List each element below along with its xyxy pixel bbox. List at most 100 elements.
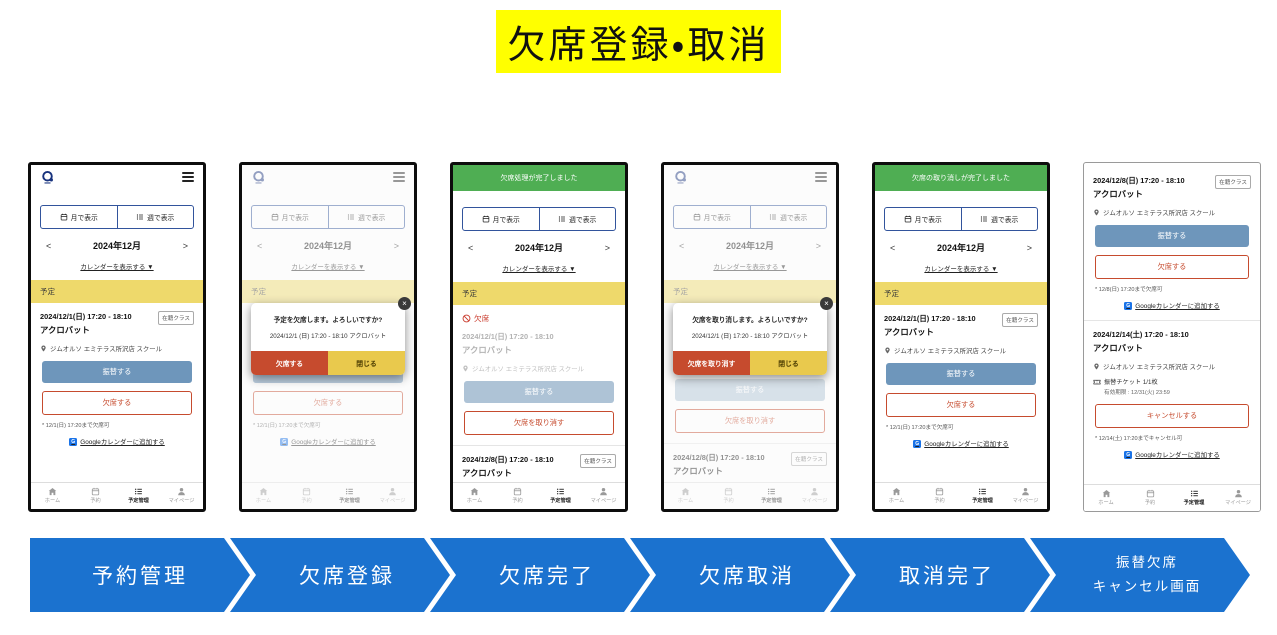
- calendar-icon: [1146, 489, 1155, 498]
- absence-deadline-note: * 12/8(日) 17:20まで欠席可: [1095, 287, 1163, 293]
- success-banner: 欠席処理が完了しました: [453, 165, 625, 191]
- prev-month-button[interactable]: <: [46, 240, 52, 251]
- app-header: [31, 165, 203, 189]
- modal-question: 予定を欠席します。よろしいですか?: [273, 317, 383, 324]
- bottom-navigation: ホーム 予約 予定管理 マイページ: [875, 482, 1047, 509]
- tab-week-view[interactable]: 週で表示: [960, 208, 1038, 230]
- transfer-button-disabled: 振替する: [464, 381, 614, 403]
- phone-absence-cancel: 月で表示 週で表示 < 2024年12月 > カレンダーを表示する ▼ 予定 欠…: [661, 162, 839, 512]
- next-month-button[interactable]: >: [1026, 242, 1032, 253]
- nav-reservation[interactable]: 予約: [918, 487, 961, 504]
- location-pin-icon: [462, 365, 469, 372]
- bottom-navigation: ホーム 予約 予定管理 マイページ: [1084, 484, 1260, 511]
- calendar-icon: [513, 487, 522, 496]
- modal-close-button[interactable]: 閉じる: [750, 351, 827, 375]
- google-calendar-icon: G: [69, 437, 78, 446]
- person-icon: [1021, 487, 1030, 496]
- modal-event-info: 2024/12/1 (日) 17:20 - 18:10 アクロバット: [691, 333, 809, 340]
- tab-month-view[interactable]: 月で表示: [463, 208, 539, 230]
- nav-schedule-management[interactable]: 予定管理: [117, 487, 160, 504]
- nav-mypage[interactable]: マイページ: [1216, 489, 1260, 506]
- calendar-icon: [482, 215, 490, 223]
- enrolled-class-badge: 在籍クラス: [1215, 175, 1251, 189]
- person-icon: [1234, 489, 1243, 498]
- calendar-toggle-link[interactable]: カレンダーを表示する ▼: [502, 266, 576, 273]
- enrolled-class-badge: 在籍クラス: [1002, 313, 1038, 327]
- nav-mypage[interactable]: マイページ: [582, 487, 625, 504]
- nav-schedule-management[interactable]: 予定管理: [539, 487, 582, 504]
- google-calendar-link[interactable]: G Googleカレンダーに追加する: [1093, 450, 1251, 459]
- event-datetime: 2024/12/8(日) 17:20 - 18:10: [1093, 176, 1185, 185]
- success-banner: 欠席の取り消しが完了しました: [875, 165, 1047, 191]
- tab-month-view[interactable]: 月で表示: [41, 206, 117, 228]
- tab-week-view[interactable]: 週で表示: [538, 208, 616, 230]
- nav-home[interactable]: ホーム: [31, 487, 74, 504]
- nav-mypage[interactable]: マイページ: [1004, 487, 1047, 504]
- prev-month-button[interactable]: <: [468, 242, 474, 253]
- phone-absence-register: 月で表示 週で表示 < 2024年12月 > カレンダーを表示する ▼ 予定 2…: [239, 162, 417, 512]
- tab-month-view[interactable]: 月で表示: [885, 208, 961, 230]
- modal-close-icon[interactable]: ×: [398, 297, 411, 310]
- event-location: ジムオルソ エミテラス所沢店 スクール: [884, 346, 1038, 355]
- calendar-icon: [935, 487, 944, 496]
- process-flow: 予約管理 欠席登録 欠席完了 欠席取消 取消完了 振替欠席 キャンセル画面: [30, 538, 1250, 612]
- nav-reservation[interactable]: 予約: [496, 487, 539, 504]
- modal-close-icon[interactable]: ×: [820, 297, 833, 310]
- nav-home[interactable]: ホーム: [875, 487, 918, 504]
- flow-step-transfer-cancel-screen: 振替欠席 キャンセル画面: [1030, 538, 1250, 612]
- absent-button[interactable]: 欠席する: [42, 391, 192, 415]
- nav-schedule-management[interactable]: 予定管理: [1172, 489, 1216, 506]
- current-month-label: 2024年12月: [514, 243, 564, 253]
- divider: [1084, 320, 1260, 321]
- calendar-icon: [91, 487, 100, 496]
- home-icon: [1102, 489, 1111, 498]
- modal-cancel-absence-button[interactable]: 欠席を取り消す: [673, 351, 750, 375]
- nav-home[interactable]: ホーム: [453, 487, 496, 504]
- modal-question: 欠席を取り消します。よろしいですか?: [692, 317, 808, 324]
- location-pin-icon: [40, 345, 47, 352]
- absent-button[interactable]: 欠席する: [886, 393, 1036, 417]
- calendar-toggle-link[interactable]: カレンダーを表示する ▼: [80, 264, 154, 271]
- next-month-button[interactable]: >: [604, 242, 610, 253]
- home-icon: [48, 487, 57, 496]
- google-calendar-link[interactable]: G Googleカレンダーに追加する: [884, 439, 1038, 448]
- next-month-button[interactable]: >: [182, 240, 188, 251]
- flow-step-absence-cancel: 欠席取消: [630, 538, 850, 612]
- flow-step-absence-complete: 欠席完了: [430, 538, 650, 612]
- google-calendar-link[interactable]: G Googleカレンダーに追加する: [1093, 301, 1251, 310]
- event-card: 2024/12/1(日) 17:20 - 18:10 アクロバット 在籍クラス …: [875, 305, 1047, 448]
- transfer-button[interactable]: 振替する: [42, 361, 192, 383]
- hamburger-menu-icon[interactable]: [182, 172, 194, 182]
- nav-reservation[interactable]: 予約: [74, 487, 117, 504]
- google-calendar-link[interactable]: G Googleカレンダーに追加する: [40, 437, 194, 446]
- flow-step-absence-register: 欠席登録: [230, 538, 450, 612]
- list-icon: [978, 487, 987, 496]
- event-datetime: 2024/12/14(土) 17:20 - 18:10: [1093, 330, 1189, 339]
- nav-schedule-management[interactable]: 予定管理: [961, 487, 1004, 504]
- modal-close-button[interactable]: 閉じる: [328, 351, 405, 375]
- cancel-button[interactable]: キャンセルする: [1095, 404, 1249, 428]
- calendar-toggle-link[interactable]: カレンダーを表示する ▼: [924, 266, 998, 273]
- event-name: アクロバット: [884, 327, 934, 337]
- absent-button[interactable]: 欠席する: [1095, 255, 1249, 279]
- google-calendar-icon: G: [913, 439, 922, 448]
- tab-week-view[interactable]: 週で表示: [116, 206, 194, 228]
- event-location: ジムオルソ エミテラス所沢店 スクール: [462, 364, 616, 373]
- bottom-navigation: ホーム 予約 予定管理 マイページ: [31, 482, 203, 509]
- transfer-button[interactable]: 振替する: [886, 363, 1036, 385]
- event-card: 2024/12/8(日) 17:20 - 18:10 アクロバット 在籍クラス …: [1084, 163, 1260, 310]
- nav-reservation[interactable]: 予約: [1128, 489, 1172, 506]
- cancel-absence-button[interactable]: 欠席を取り消す: [464, 411, 614, 435]
- nav-home[interactable]: ホーム: [1084, 489, 1128, 506]
- event-name: アクロバット: [462, 468, 512, 478]
- modal-absent-button[interactable]: 欠席する: [251, 351, 328, 375]
- event-datetime: 2024/12/8(日) 17:20 - 18:10: [462, 455, 554, 464]
- prev-month-button[interactable]: <: [890, 242, 896, 253]
- next-event-card: 2024/12/8(日) 17:20 - 18:10 アクロバット 在籍クラス: [453, 446, 625, 479]
- nav-mypage[interactable]: マイページ: [160, 487, 203, 504]
- home-icon: [892, 487, 901, 496]
- phone-transfer-cancel-screen: 2024/12/8(日) 17:20 - 18:10 アクロバット 在籍クラス …: [1083, 162, 1261, 512]
- list-icon: [558, 215, 566, 223]
- transfer-button[interactable]: 振替する: [1095, 225, 1249, 247]
- person-icon: [599, 487, 608, 496]
